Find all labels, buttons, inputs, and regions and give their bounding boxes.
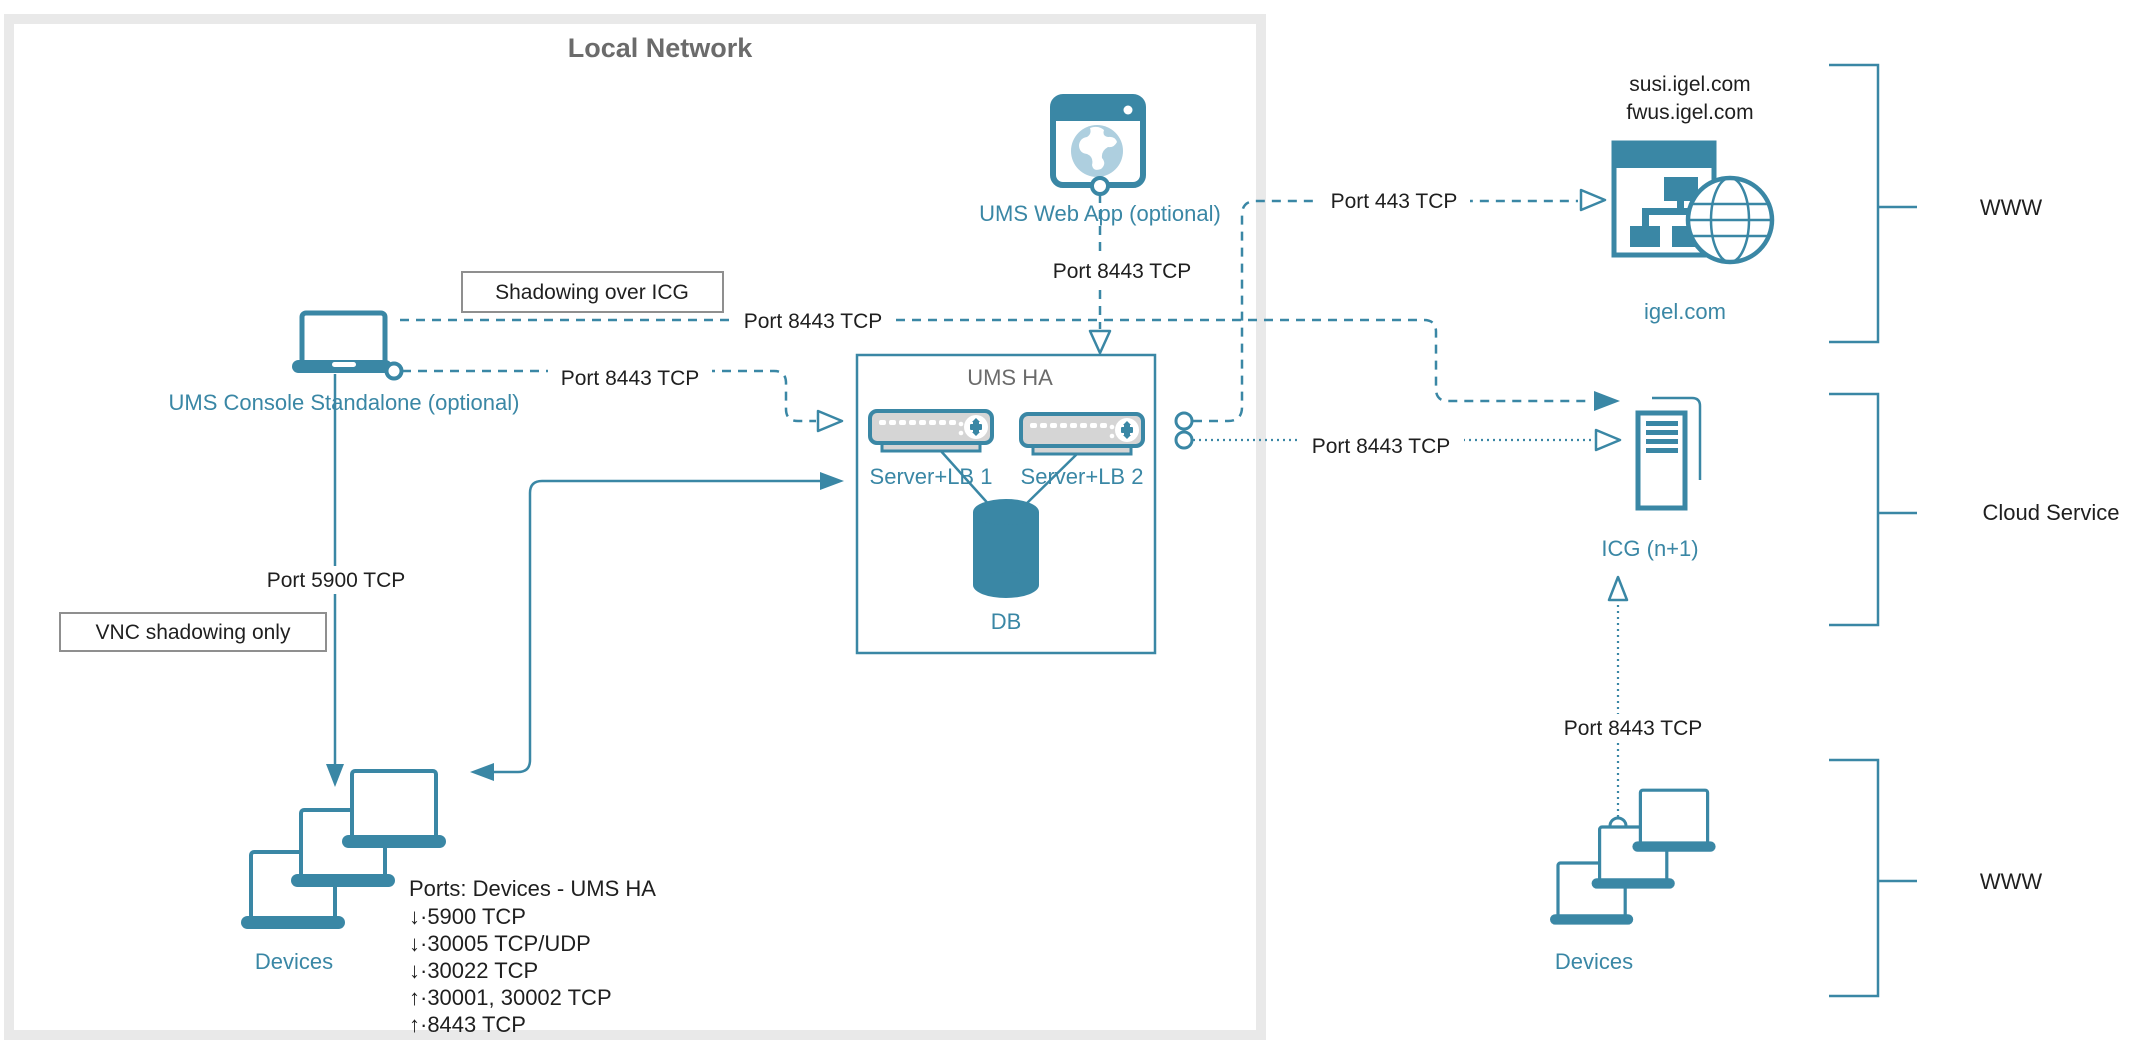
- connector-circle-console: [384, 361, 404, 381]
- bracket-cloud: [1829, 392, 1917, 627]
- ports-block: Ports: Devices - UMS HA ↓·5900 TCP ↓·300…: [409, 876, 656, 1037]
- port-label-webapp: Port 8443 TCP: [1053, 260, 1192, 283]
- ports-block-line: ↓·30022 TCP: [409, 958, 538, 983]
- local-network-title: Local Network: [568, 33, 754, 63]
- open-arrow-icg: [1594, 428, 1622, 452]
- port-label-devices-icg: Port 8443 TCP: [1564, 717, 1703, 740]
- callout-vnc: VNC shadowing only: [59, 612, 327, 652]
- ports-block-line: ↑·30001, 30002 TCP: [409, 985, 612, 1010]
- line-console-to-umsha: [402, 369, 816, 423]
- console-laptop-icon: [292, 310, 404, 381]
- open-arrow-icg-bottom: [1607, 575, 1629, 602]
- connector-circle-umsha-1: [1174, 411, 1194, 431]
- igel-domain-1: susi.igel.com: [1629, 73, 1750, 96]
- port-label-console-top: Port 8443 TCP: [744, 310, 883, 333]
- webapp-icon: [1050, 94, 1146, 196]
- arrow-into-umsha: [820, 472, 844, 490]
- globe-wire-icon: [1685, 175, 1775, 265]
- server-lb-1-label: Server+LB 1: [870, 464, 993, 489]
- igel-icon: [1611, 140, 1775, 265]
- igel-label: igel.com: [1644, 299, 1726, 324]
- zone-cloud: Cloud Service: [1983, 500, 2120, 525]
- ports-block-line: ↓·30005 TCP/UDP: [409, 931, 591, 956]
- devices-right-label: Devices: [1555, 949, 1633, 974]
- callout-shadowing: Shadowing over ICG: [461, 271, 724, 313]
- zone-brackets: [1829, 63, 1917, 998]
- line-shadowing-over-icg: [400, 318, 1592, 403]
- server-lb-2-label: Server+LB 2: [1021, 464, 1144, 489]
- callout-vnc-text: VNC shadowing only: [96, 621, 291, 644]
- icg-label: ICG (n+1): [1601, 536, 1698, 561]
- port-label-ums-icg: Port 8443 TCP: [1312, 435, 1451, 458]
- icg-icon: [1635, 396, 1702, 511]
- port-labels: Port 8443 TCP Port 8443 TCP Port 8443 TC…: [258, 188, 1702, 741]
- zone-www-bottom: WWW: [1980, 869, 2043, 894]
- bracket-www-top: [1829, 63, 1917, 344]
- zone-www-top: WWW: [1980, 195, 2043, 220]
- ports-block-line: ↓·5900 TCP: [409, 904, 526, 929]
- devices-right-icon: [1548, 788, 1718, 927]
- local-network-box: [4, 14, 1266, 1040]
- open-arrow-igel: [1579, 188, 1607, 212]
- ums-ha-title: UMS HA: [967, 365, 1053, 390]
- server-db-links: [939, 449, 1079, 509]
- port-label-5900: Port 5900 TCP: [267, 569, 406, 592]
- arrow-into-devices: [470, 763, 494, 781]
- connector-circle-webapp: [1090, 176, 1110, 196]
- ports-block-title: Ports: Devices - UMS HA: [409, 876, 656, 901]
- port-label-443: Port 443 TCP: [1331, 190, 1458, 213]
- line-devices-umsha: [492, 479, 820, 774]
- bracket-www-bottom: [1829, 758, 1917, 998]
- webapp-label: UMS Web App (optional): [979, 201, 1221, 226]
- igel-domain-2: fwus.igel.com: [1626, 101, 1753, 124]
- open-arrow-umsha-left: [816, 409, 844, 433]
- server-lb-2-icon: [1019, 412, 1145, 456]
- arrow-down-devices: [326, 764, 344, 787]
- server-lb-1-icon: [868, 409, 994, 453]
- console-label: UMS Console Standalone (optional): [169, 390, 520, 415]
- open-arrow-umsha-top: [1088, 329, 1112, 355]
- port-label-console-bottom: Port 8443 TCP: [561, 367, 700, 390]
- callout-shadowing-text: Shadowing over ICG: [495, 281, 689, 304]
- arrow-into-icg: [1594, 391, 1620, 411]
- db-icon: [973, 499, 1039, 598]
- line-umsha-to-igel: [1193, 199, 1578, 423]
- devices-left-label: Devices: [255, 949, 333, 974]
- connector-circle-umsha-2: [1174, 430, 1194, 450]
- db-label: DB: [991, 609, 1022, 634]
- ums-ha-box: UMS HA Server+LB 1 Server+LB 2 DB: [855, 353, 1157, 655]
- ports-block-line: ↑·8443 TCP: [409, 1012, 526, 1037]
